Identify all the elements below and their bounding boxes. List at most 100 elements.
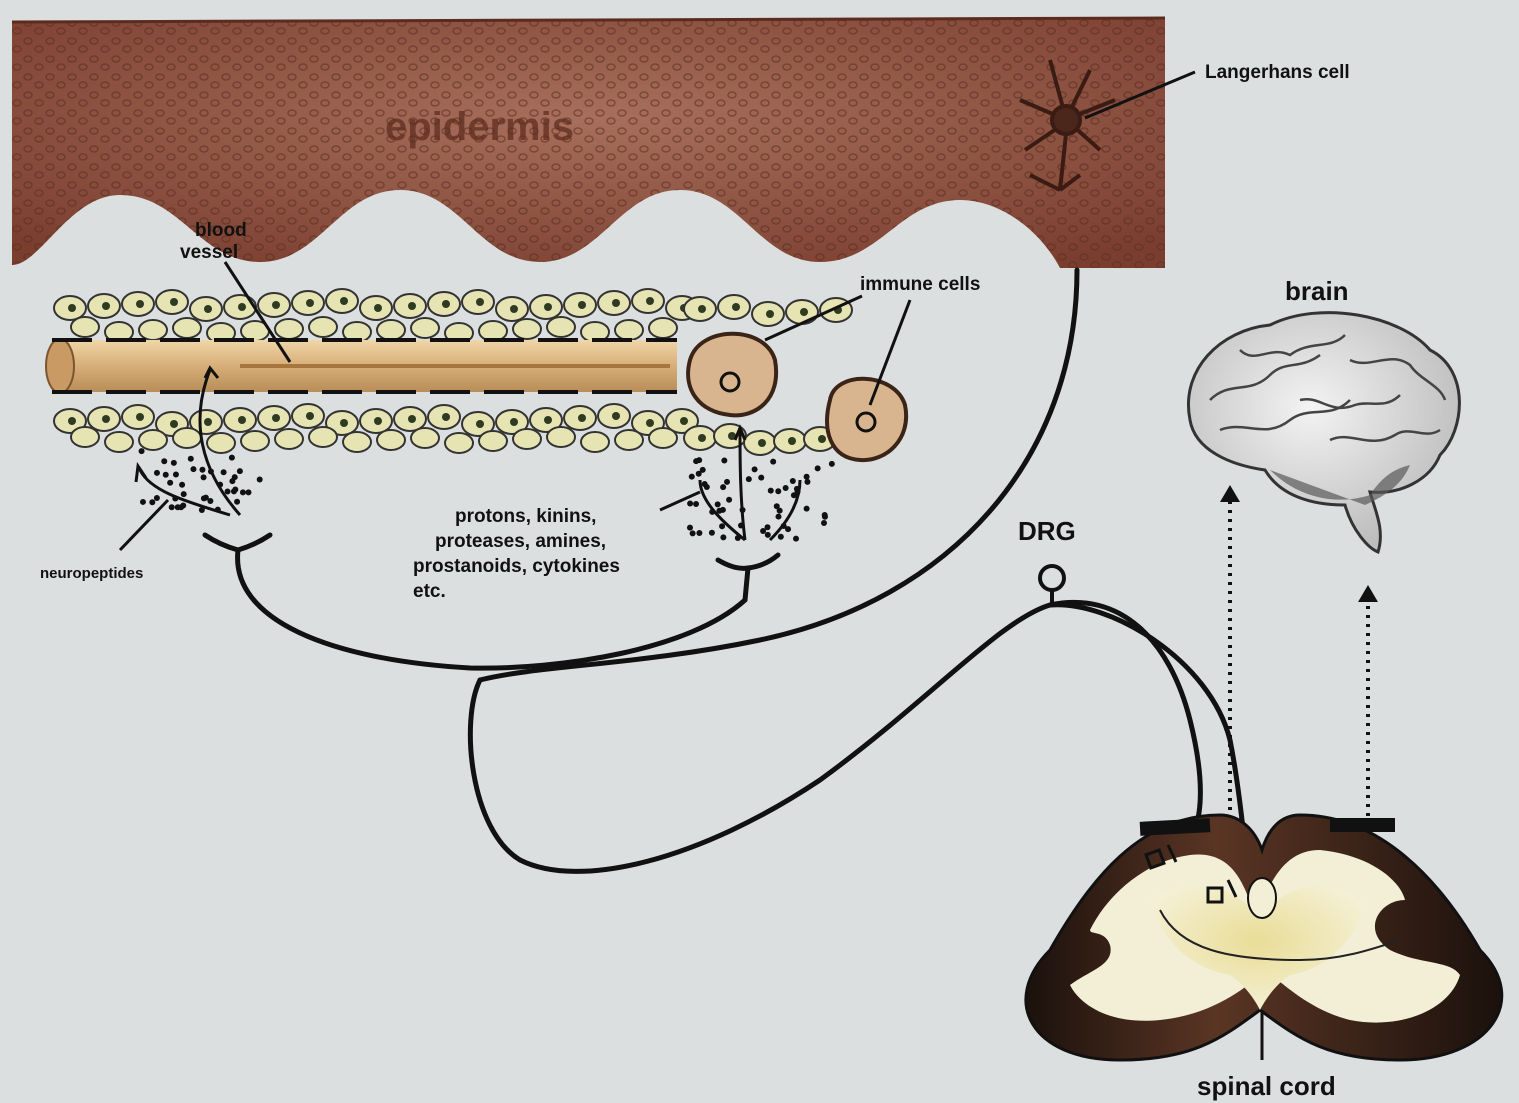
mediator-dot <box>783 485 789 491</box>
dermal-cell <box>309 317 337 337</box>
dermal-cell <box>139 430 167 450</box>
dermal-cell <box>411 428 439 448</box>
mediator-dot <box>154 470 160 476</box>
mediators-label-line4: etc. <box>413 581 446 602</box>
dermal-cell <box>88 407 120 431</box>
mediator-dot <box>765 532 771 538</box>
mediator-dot <box>179 482 185 488</box>
mediator-dot <box>752 466 758 472</box>
dermal-cell <box>275 319 303 339</box>
mediator-dot <box>790 478 796 484</box>
dermal-cell <box>462 290 494 314</box>
dermal-cell <box>139 320 167 340</box>
dermal-cell <box>122 292 154 316</box>
mediator-dot <box>169 504 175 510</box>
dermal-cell <box>684 297 716 321</box>
mediator-dot <box>687 501 693 507</box>
spinal-cord-label: spinal cord <box>1197 1071 1336 1101</box>
dermal-cell <box>615 320 643 340</box>
epidermis-label: epidermis <box>385 105 574 149</box>
epidermis-layer <box>12 18 1165 268</box>
neuropeptides-leader-line <box>120 500 168 550</box>
dermal-cell <box>326 289 358 313</box>
mediator-dot <box>804 506 810 512</box>
mediator-dot <box>768 488 774 494</box>
mediator-dot <box>234 499 240 505</box>
dermal-cell <box>377 430 405 450</box>
dermal-cell <box>547 317 575 337</box>
brain <box>1188 313 1459 552</box>
dermal-cell <box>564 293 596 317</box>
dermal-cell <box>649 428 677 448</box>
dermal-cell <box>513 429 541 449</box>
neuropeptides-label: neuropeptides <box>40 565 143 582</box>
mediator-dot <box>770 459 776 465</box>
mediator-dot <box>173 471 179 477</box>
blood-vessel <box>46 339 677 393</box>
immune-cell <box>827 379 906 460</box>
mediator-dot <box>821 520 827 526</box>
dermal-cell <box>786 300 818 324</box>
dermal-cell <box>173 428 201 448</box>
mediator-dot <box>775 514 781 520</box>
mediator-dot <box>720 507 726 513</box>
dermal-cell <box>615 430 643 450</box>
mediator-dot <box>201 474 207 480</box>
mediator-dot <box>245 489 251 495</box>
mediator-dot <box>720 534 726 540</box>
brain-label: brain <box>1285 276 1349 306</box>
mediator-dot <box>709 530 715 536</box>
dermal-cell <box>105 432 133 452</box>
drg-label: DRG <box>1018 516 1076 546</box>
mediator-dot <box>689 474 695 480</box>
mediator-dot <box>229 455 235 461</box>
dermal-cell <box>411 318 439 338</box>
mediators-label-line3: prostanoids, cytokines <box>413 556 620 577</box>
dermal-cell <box>632 289 664 313</box>
mediator-dot <box>815 465 821 471</box>
dermal-cell <box>207 433 235 453</box>
mediator-dot <box>775 488 781 494</box>
dermal-cell <box>71 427 99 447</box>
mediator-dot <box>696 530 702 536</box>
mediator-dot <box>804 479 810 485</box>
mediators-leader-line <box>660 492 700 510</box>
mediator-dot <box>693 501 699 507</box>
dermal-cell <box>649 318 677 338</box>
dermal-cell <box>224 408 256 432</box>
immune-cells-label: immune cells <box>860 274 980 295</box>
mediator-dot <box>167 480 173 486</box>
mediator-dot <box>232 474 238 480</box>
immune-cell <box>688 334 776 416</box>
mediator-dot <box>793 536 799 542</box>
mediator-dot <box>760 528 766 534</box>
dermal-cell <box>598 291 630 315</box>
mediator-dot <box>140 499 146 505</box>
mediator-dot <box>207 498 213 504</box>
mediators-label-line2: proteases, amines, <box>435 531 606 552</box>
mediator-dot <box>746 476 752 482</box>
dermal-cell <box>744 431 776 455</box>
mediator-dot <box>180 503 186 509</box>
dermal-cell <box>258 293 290 317</box>
dermal-cell <box>598 404 630 428</box>
mediator-dot <box>719 523 725 529</box>
spinal-cord <box>1026 815 1502 1060</box>
mediator-dot <box>721 457 727 463</box>
mediator-dot <box>829 461 835 467</box>
mediator-dot <box>163 472 169 478</box>
dermal-cell <box>496 297 528 321</box>
dermal-cell <box>122 405 154 429</box>
dermal-cell <box>292 404 324 428</box>
mediator-dot <box>232 486 238 492</box>
dermal-cell <box>513 319 541 339</box>
dermal-cell <box>360 296 392 320</box>
mediator-dot <box>724 479 730 485</box>
dermal-cell <box>71 317 99 337</box>
mediator-dot <box>696 457 702 463</box>
mediator-dot <box>188 456 194 462</box>
mediator-dot <box>758 475 764 481</box>
langerhans-cell-label: Langerhans cell <box>1205 62 1350 83</box>
dermal-cell <box>774 429 806 453</box>
